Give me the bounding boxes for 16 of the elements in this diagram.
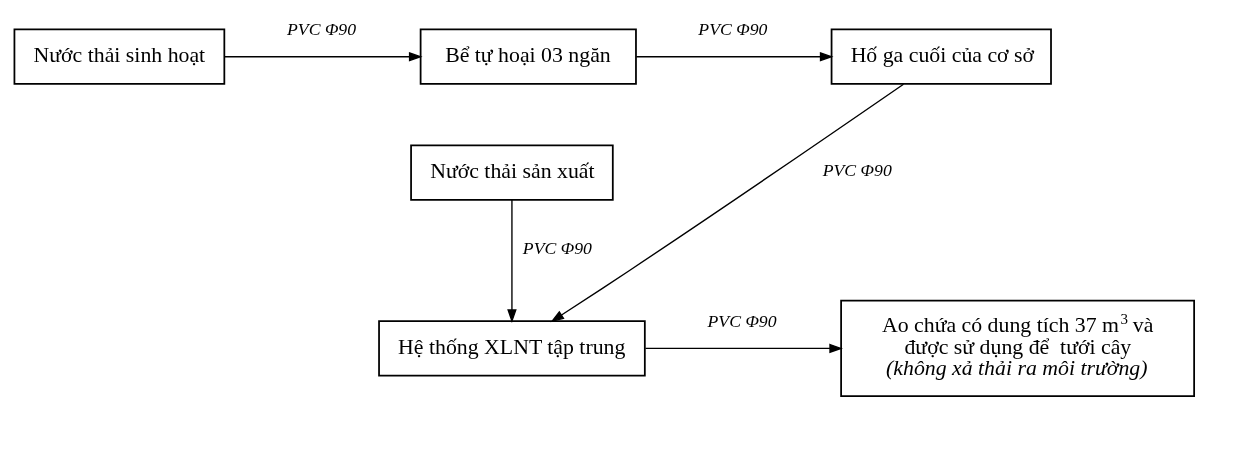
- edge-label: PVC Φ90: [522, 237, 592, 258]
- node-box: Hố ga cuối của cơ sở: [830, 28, 1052, 85]
- node-box: Hệ thống XLNT tập trung: [378, 320, 646, 377]
- node-box: Ao chứa có dung tích 37 m$^{3}$ và được sử dụng để tưới cây (không xả thải ra môi trường): [840, 299, 1195, 397]
- node-box: Nước thải sinh hoạt: [13, 28, 226, 85]
- arrow: [635, 51, 834, 62]
- edge-label: PVC Φ90: [698, 19, 768, 40]
- arrow: [224, 51, 423, 62]
- edge-label: PVC Φ90: [707, 311, 777, 332]
- arrow: [644, 343, 843, 354]
- arrow: [550, 83, 905, 323]
- arrow: [507, 199, 517, 323]
- edge-label: PVC Φ90: [822, 159, 892, 180]
- edge-label: PVC Φ90: [287, 19, 357, 40]
- node-box: Bể tự hoại 03 ngăn: [419, 28, 637, 85]
- node-box: Nước thải sản xuất: [410, 144, 614, 201]
